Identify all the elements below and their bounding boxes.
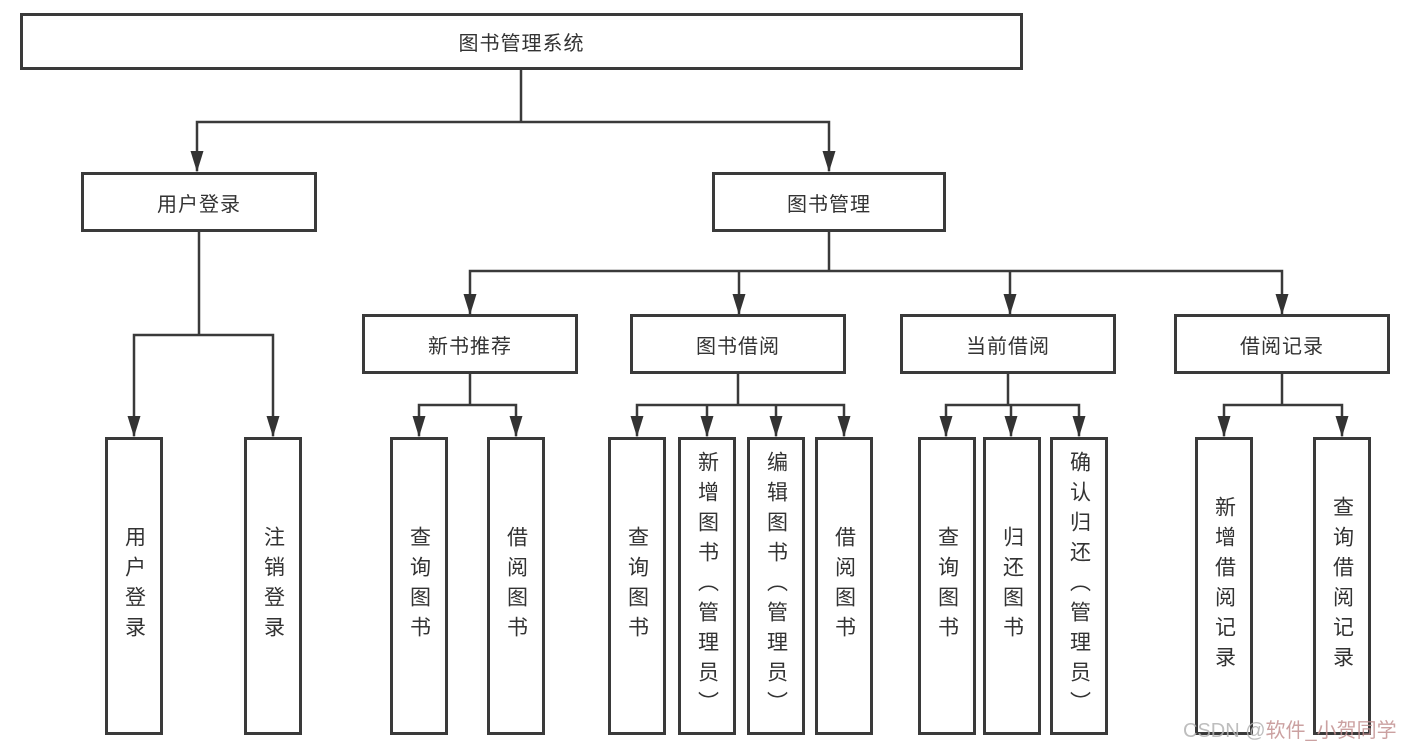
- node-label: 借阅图书: [504, 526, 528, 646]
- watermark-prefix: CSDN @: [1183, 720, 1266, 742]
- arrowhead: [190, 151, 204, 172]
- arrowhead: [1335, 416, 1349, 437]
- arrowhead: [630, 416, 644, 437]
- node-label: 新增图书（管理员）: [695, 451, 719, 721]
- node-label: 注销登录: [261, 526, 285, 646]
- node-label: 查询图书: [935, 526, 959, 646]
- node-new-book-recommend: 新书推荐: [362, 314, 578, 374]
- leaf-logout: 注销登录: [244, 437, 302, 735]
- node-label: 归还图书: [1000, 526, 1024, 646]
- arrowhead: [266, 416, 280, 437]
- watermark-username: 软件_小贺同学: [1265, 720, 1397, 742]
- leaf-query-books-borrowing: 查询图书: [608, 437, 666, 735]
- leaf-return-books: 归还图书: [983, 437, 1041, 735]
- node-label: 图书借阅: [696, 335, 780, 358]
- node-library-management-system: 图书管理系统: [20, 13, 1023, 70]
- arrowhead: [769, 416, 783, 437]
- node-label: 新书推荐: [428, 335, 512, 358]
- node-label: 确认归还（管理员）: [1067, 451, 1091, 721]
- arrowhead: [1217, 416, 1231, 437]
- leaf-edit-books-admin: 编辑图书（管理员）: [747, 437, 805, 735]
- arrowhead: [1003, 294, 1017, 315]
- connector-arrowheads: [127, 151, 1349, 437]
- leaf-confirm-return-admin: 确认归还（管理员）: [1050, 437, 1108, 735]
- node-label: 查询借阅记录: [1330, 496, 1354, 676]
- arrowhead: [1072, 416, 1086, 437]
- arrowhead: [822, 151, 836, 172]
- leaf-query-borrow-record: 查询借阅记录: [1313, 437, 1371, 735]
- node-label: 编辑图书（管理员）: [764, 451, 788, 721]
- leaf-borrow-books: 借阅图书: [815, 437, 873, 735]
- arrowhead: [412, 416, 426, 437]
- node-label: 新增借阅记录: [1212, 496, 1236, 676]
- leaf-user-login: 用户登录: [105, 437, 163, 735]
- node-book-borrowing: 图书借阅: [630, 314, 846, 374]
- arrowhead: [732, 294, 746, 315]
- arrowhead: [1004, 416, 1018, 437]
- arrowhead: [509, 416, 523, 437]
- leaf-add-borrow-record: 新增借阅记录: [1195, 437, 1253, 735]
- connector-lines-path: [132, 68, 1344, 437]
- watermark: CSDN @软件_小贺同学: [1183, 714, 1397, 743]
- node-label: 借阅记录: [1240, 335, 1324, 358]
- node-user-login: 用户登录: [81, 172, 317, 232]
- arrowhead: [127, 416, 141, 437]
- node-label: 图书管理系统: [458, 33, 585, 55]
- node-label: 用户登录: [157, 193, 241, 216]
- node-label: 图书管理: [787, 193, 871, 216]
- node-label: 借阅图书: [832, 526, 856, 646]
- leaf-borrow-books-recommend: 借阅图书: [487, 437, 545, 735]
- leaf-add-books-admin: 新增图书（管理员）: [678, 437, 736, 735]
- leaf-query-books-recommend: 查询图书: [390, 437, 448, 735]
- node-label: 查询图书: [625, 526, 649, 646]
- arrowhead: [1275, 294, 1289, 315]
- arrowhead: [463, 294, 477, 315]
- node-label: 当前借阅: [966, 335, 1050, 358]
- arrowhead: [837, 416, 851, 437]
- arrowhead: [939, 416, 953, 437]
- node-label: 用户登录: [122, 526, 146, 646]
- connector-lines: [132, 68, 1344, 437]
- node-label: 查询图书: [407, 526, 431, 646]
- leaf-query-books-current: 查询图书: [918, 437, 976, 735]
- node-book-management: 图书管理: [712, 172, 946, 232]
- node-borrow-records: 借阅记录: [1174, 314, 1390, 374]
- arrowhead: [700, 416, 714, 437]
- node-current-borrowing: 当前借阅: [900, 314, 1116, 374]
